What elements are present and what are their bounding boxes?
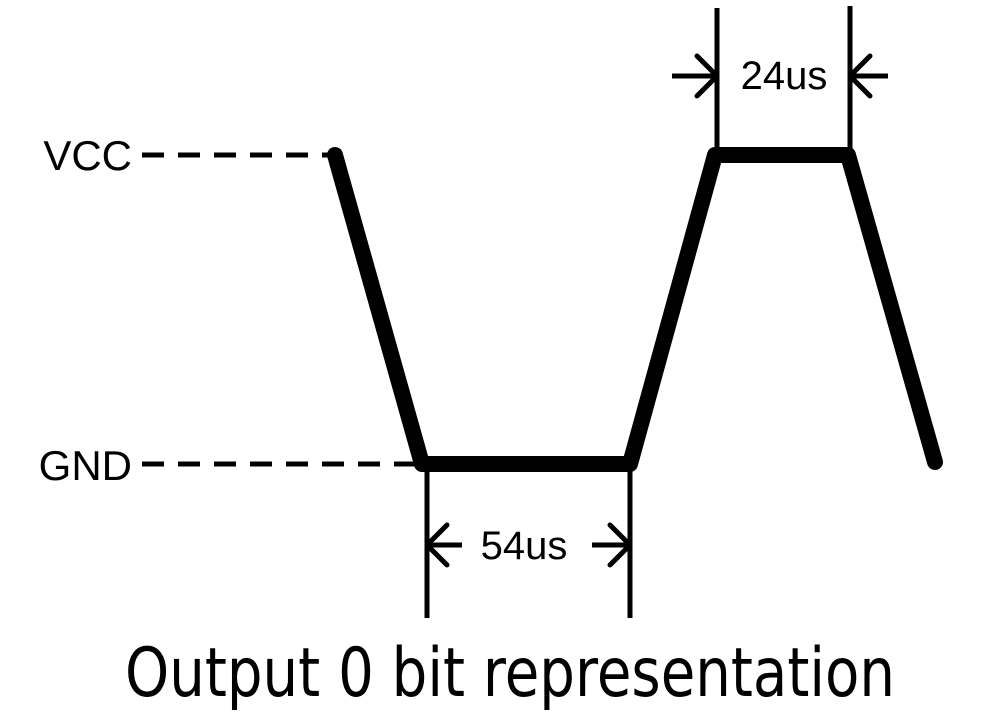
high-time-label: 24us — [741, 54, 828, 98]
low-time-label: 54us — [481, 524, 568, 568]
low-left-arrow-icon — [424, 522, 462, 568]
gnd-label: GND — [39, 442, 132, 489]
signal-waveform — [327, 147, 943, 472]
diagram-title: Output 0 bit representation — [125, 634, 895, 713]
low-right-arrow-icon — [592, 522, 633, 568]
high-left-arrow-icon — [672, 53, 720, 99]
high-right-arrow-icon — [847, 53, 888, 99]
vcc-label: VCC — [43, 132, 132, 179]
